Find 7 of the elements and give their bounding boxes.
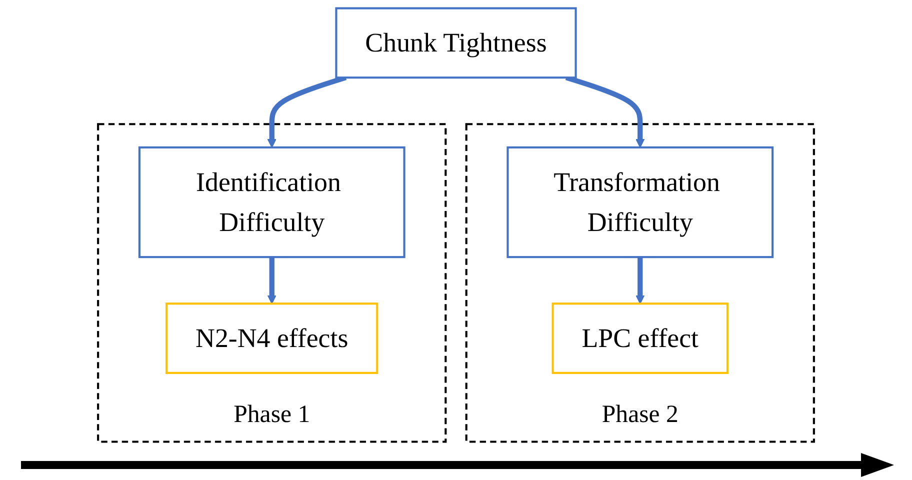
node-box: N2-N4 effects — [166, 302, 378, 374]
node-box: Chunk Tightness — [335, 7, 577, 79]
node-box: Identification Difficulty — [138, 146, 406, 258]
arrow — [267, 257, 276, 304]
node-box: LPC effect — [552, 302, 729, 374]
arrow — [636, 257, 645, 304]
node-box: Transformation Difficulty — [506, 146, 774, 258]
